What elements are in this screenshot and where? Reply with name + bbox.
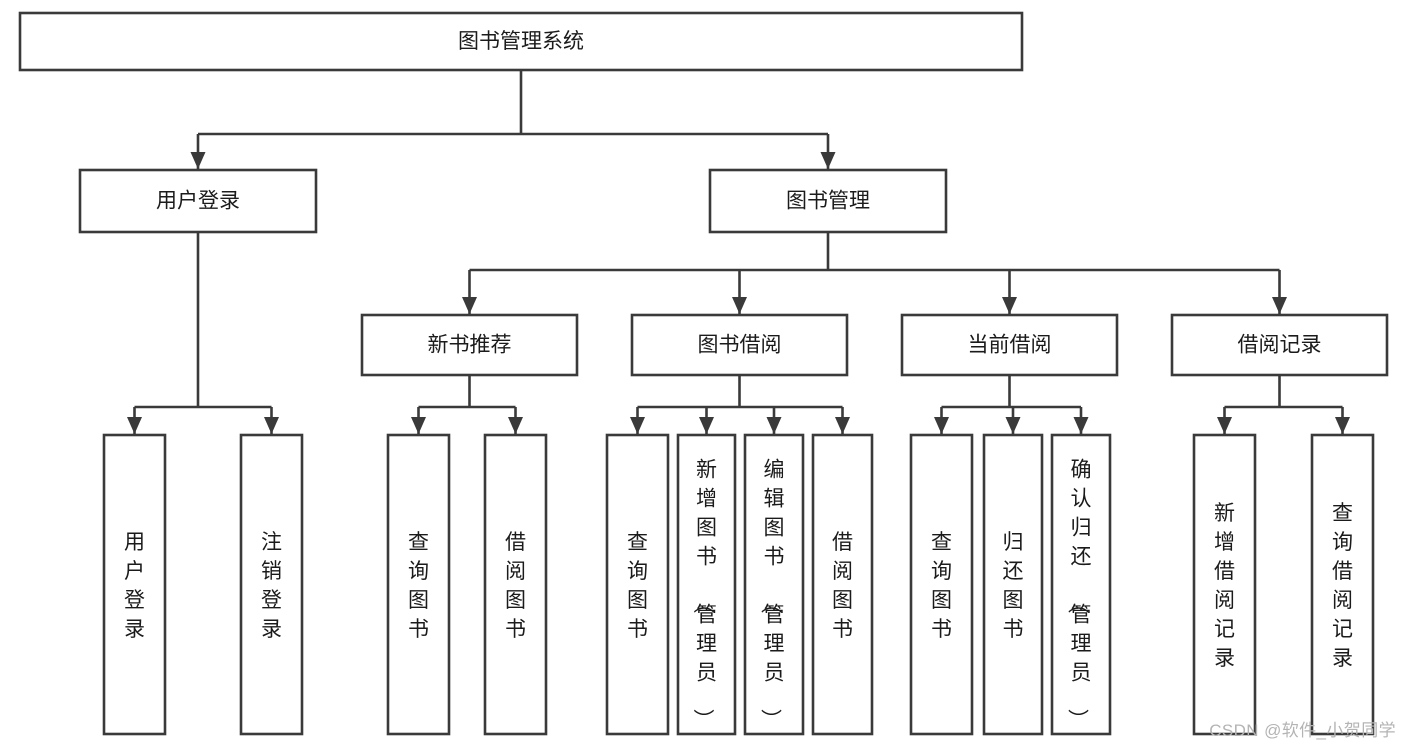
- connector-layer: [127, 70, 1350, 434]
- level2-node-label: 图书管理: [786, 190, 870, 213]
- leaf-node-box[interactable]: [676, 433, 737, 736]
- node-layer: 图书管理系统用户登录图书管理新书推荐图书借阅当前借阅借阅记录用户登录注销登录查询…: [18, 11, 1389, 736]
- group-3-arrow-3: [766, 417, 782, 434]
- leaf-node-label: 借阅图书: [505, 531, 526, 641]
- level2-node-box[interactable]: [78, 168, 318, 234]
- root-node-label: 图书管理系统: [458, 30, 584, 53]
- leaf-node-4[interactable]: 借阅图书: [483, 433, 548, 736]
- leaf-node-box[interactable]: [386, 433, 451, 736]
- leaf-node-label: 归还图书: [1003, 531, 1024, 641]
- leaf-node-box[interactable]: [811, 433, 874, 736]
- group-4-arrow-1: [934, 417, 949, 434]
- group-3-arrow-4: [835, 417, 850, 434]
- group-4-arrow-2: [1005, 417, 1021, 434]
- leaf-node-8[interactable]: 借阅图书: [811, 433, 874, 736]
- book-mgmt-to-level3-arrow-3: [1002, 297, 1017, 314]
- leaf-node-5[interactable]: 查询图书: [605, 433, 670, 736]
- leaf-node-label: 编辑图书（管理员）: [759, 459, 785, 730]
- leaf-node-12[interactable]: 新增借阅记录: [1192, 433, 1257, 736]
- level3-node-box[interactable]: [630, 313, 849, 377]
- level3-node-3[interactable]: 当前借阅: [900, 313, 1119, 377]
- book-mgmt-to-level3-arrow-4: [1272, 297, 1287, 314]
- level3-node-2[interactable]: 图书借阅: [630, 313, 849, 377]
- group-1-arrow-1: [127, 417, 142, 434]
- root-node-box[interactable]: [18, 11, 1024, 72]
- leaf-node-box[interactable]: [743, 433, 805, 736]
- leaf-node-box[interactable]: [1310, 433, 1375, 736]
- level3-node-label: 当前借阅: [968, 334, 1052, 357]
- book-mgmt-to-level3-arrow-1: [462, 297, 477, 314]
- leaf-node-label: 用户登录: [124, 531, 145, 641]
- leaf-node-box[interactable]: [102, 433, 167, 736]
- leaf-node-label: 新增图书（管理员）: [691, 459, 717, 730]
- level3-node-label: 新书推荐: [428, 334, 512, 357]
- book-mgmt-to-level3-arrow-2: [732, 297, 747, 314]
- leaf-node-box[interactable]: [1192, 433, 1257, 736]
- leaf-node-10[interactable]: 归还图书: [982, 433, 1044, 736]
- leaf-node-1[interactable]: 用户登录: [102, 433, 167, 736]
- group-3-arrow-1: [630, 417, 645, 434]
- group-4-arrow-3: [1073, 417, 1089, 434]
- leaf-node-13[interactable]: 查询借阅记录: [1310, 433, 1375, 736]
- leaf-node-label: 查询图书: [931, 531, 952, 641]
- leaf-node-2[interactable]: 注销登录: [239, 433, 304, 736]
- level3-node-label: 图书借阅: [698, 334, 782, 357]
- leaf-node-label: 查询借阅记录: [1332, 502, 1353, 670]
- level3-node-box[interactable]: [1170, 313, 1389, 377]
- group-3-arrow-2: [699, 417, 714, 434]
- leaf-node-6[interactable]: 新增图书（管理员）: [676, 433, 737, 736]
- level3-node-4[interactable]: 借阅记录: [1170, 313, 1389, 377]
- group-5-arrow-1: [1217, 417, 1232, 434]
- level3-node-box[interactable]: [360, 313, 579, 377]
- leaf-node-box[interactable]: [605, 433, 670, 736]
- leaf-node-label: 注销登录: [261, 531, 282, 641]
- leaf-node-box[interactable]: [239, 433, 304, 736]
- group-1-arrow-2: [264, 417, 279, 434]
- leaf-node-7[interactable]: 编辑图书（管理员）: [743, 433, 805, 736]
- group-2-arrow-1: [411, 417, 426, 434]
- leaf-node-box[interactable]: [982, 433, 1044, 736]
- level3-node-1[interactable]: 新书推荐: [360, 313, 579, 377]
- leaf-node-label: 查询图书: [627, 531, 648, 641]
- root-to-level2-arrow-1: [190, 152, 206, 169]
- leaf-node-11[interactable]: 确认归还（管理员）: [1050, 433, 1112, 736]
- level2-node-1[interactable]: 用户登录: [78, 168, 318, 234]
- leaf-node-box[interactable]: [483, 433, 548, 736]
- root-to-level2-arrow-2: [820, 152, 836, 169]
- group-2-arrow-2: [508, 417, 523, 434]
- level2-node-label: 用户登录: [156, 190, 240, 213]
- leaf-node-label: 新增借阅记录: [1214, 502, 1235, 670]
- leaf-node-label: 借阅图书: [832, 531, 853, 641]
- leaf-node-3[interactable]: 查询图书: [386, 433, 451, 736]
- root-node-1[interactable]: 图书管理系统: [18, 11, 1024, 72]
- leaf-node-box[interactable]: [1050, 433, 1112, 736]
- level3-node-label: 借阅记录: [1238, 334, 1322, 357]
- level2-node-2[interactable]: 图书管理: [708, 168, 948, 234]
- level3-node-box[interactable]: [900, 313, 1119, 377]
- csdn-watermark: CSDN @软件_小贺同学: [1209, 721, 1396, 740]
- level2-node-box[interactable]: [708, 168, 948, 234]
- leaf-node-label: 查询图书: [408, 531, 429, 641]
- leaf-node-label: 确认归还（管理员）: [1066, 459, 1092, 730]
- leaf-node-box[interactable]: [909, 433, 974, 736]
- leaf-node-9[interactable]: 查询图书: [909, 433, 974, 736]
- group-5-arrow-2: [1335, 417, 1350, 434]
